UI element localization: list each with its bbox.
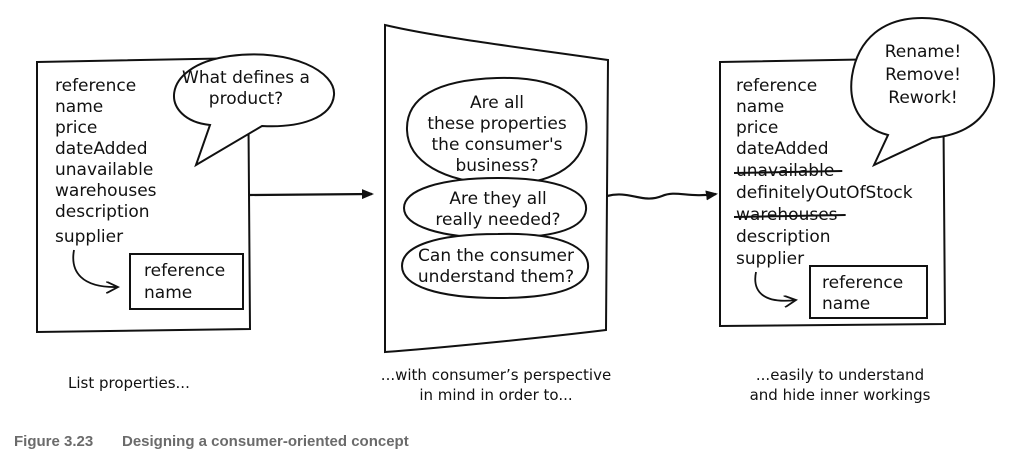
right-nested-item: name — [822, 294, 870, 314]
left-property-item: reference — [55, 76, 136, 96]
right-bubble-line: Rename! — [885, 42, 962, 62]
left-property-list: reference name price dateAdded unavailab… — [55, 76, 157, 247]
left-property-item: warehouses — [55, 181, 157, 201]
right-property-item: price — [736, 118, 778, 138]
concept-design-diagram: reference name price dateAdded unavailab… — [36, 16, 996, 404]
right-nested-box: reference name — [809, 265, 928, 319]
left-property-item: price — [55, 118, 97, 138]
left-nested-item: name — [144, 283, 192, 303]
right-supplier-arrow — [754, 271, 796, 301]
left-supplier-arrow — [72, 249, 118, 287]
right-panel: reference name price dateAdded unavailab… — [719, 16, 996, 404]
middle-caption-line: ...with consumer’s perspective — [381, 366, 611, 384]
right-property-list: reference name price dateAdded unavailab… — [736, 76, 913, 269]
right-property-item: supplier — [736, 249, 804, 269]
right-bubble-line: Rework! — [888, 88, 957, 108]
strikethrough-line — [733, 214, 846, 218]
left-nested-box: reference name — [129, 253, 244, 310]
right-property-item: definitelyOutOfStock — [736, 183, 913, 203]
left-caption: List properties... — [68, 374, 190, 392]
figure-title: Designing a consumer-oriented concept — [122, 433, 409, 450]
left-property-item: unavailable — [55, 160, 153, 180]
middle-bubble-1-line: the consumer's — [432, 135, 563, 155]
right-property-item: reference — [736, 76, 817, 96]
figure-number: Figure 3.23 — [14, 433, 94, 450]
left-property-item: supplier — [55, 227, 123, 247]
middle-bubble-1: Are all these properties the consumer's … — [405, 76, 588, 186]
middle-caption-line: in mind in order to... — [419, 386, 572, 404]
middle-bubble-2: Are they all really needed? — [402, 176, 588, 240]
middle-bubble-2-line: really needed? — [435, 210, 560, 230]
left-property-item: name — [55, 97, 103, 117]
right-property-item: name — [736, 97, 784, 117]
middle-panel: Are all these properties the consumer's … — [381, 23, 611, 404]
right-property-item: unavailable — [736, 161, 834, 181]
middle-bubble-3: Can the consumer understand them? — [400, 232, 590, 300]
arrow-left-to-middle — [249, 189, 374, 200]
right-property-item: description — [736, 227, 831, 247]
middle-bubble-1-line: Are all — [470, 93, 524, 113]
right-property-item: dateAdded — [736, 139, 829, 159]
middle-bubble-3-line: understand them? — [418, 267, 574, 287]
left-speech-bubble: What defines a product? — [173, 53, 336, 168]
right-property-item: warehouses — [736, 205, 838, 225]
middle-bubble-1-line: business? — [455, 156, 538, 176]
right-bubble-line: Remove! — [885, 65, 961, 85]
middle-bubble-1-line: these properties — [427, 114, 567, 134]
right-caption-line: and hide inner workings — [750, 386, 931, 404]
left-nested-item: reference — [144, 261, 225, 281]
middle-bubble-3-line: Can the consumer — [418, 246, 574, 266]
right-caption-line: ...easily to understand — [756, 366, 924, 384]
left-bubble-line: What defines a — [182, 68, 310, 88]
left-property-item: dateAdded — [55, 139, 148, 159]
figure-caption: Figure 3.23 Designing a consumer-oriented… — [14, 433, 409, 450]
arrow-middle-to-right — [606, 190, 718, 201]
right-nested-item: reference — [822, 273, 903, 293]
left-property-item: description — [55, 202, 150, 222]
strikethrough-line — [733, 170, 843, 174]
middle-bubble-2-line: Are they all — [449, 189, 546, 209]
strikethrough-marks — [733, 170, 846, 218]
right-speech-bubble: Rename! Remove! Rework! — [850, 16, 996, 168]
left-bubble-line: product? — [209, 89, 283, 109]
left-panel: reference name price dateAdded unavailab… — [36, 53, 336, 392]
